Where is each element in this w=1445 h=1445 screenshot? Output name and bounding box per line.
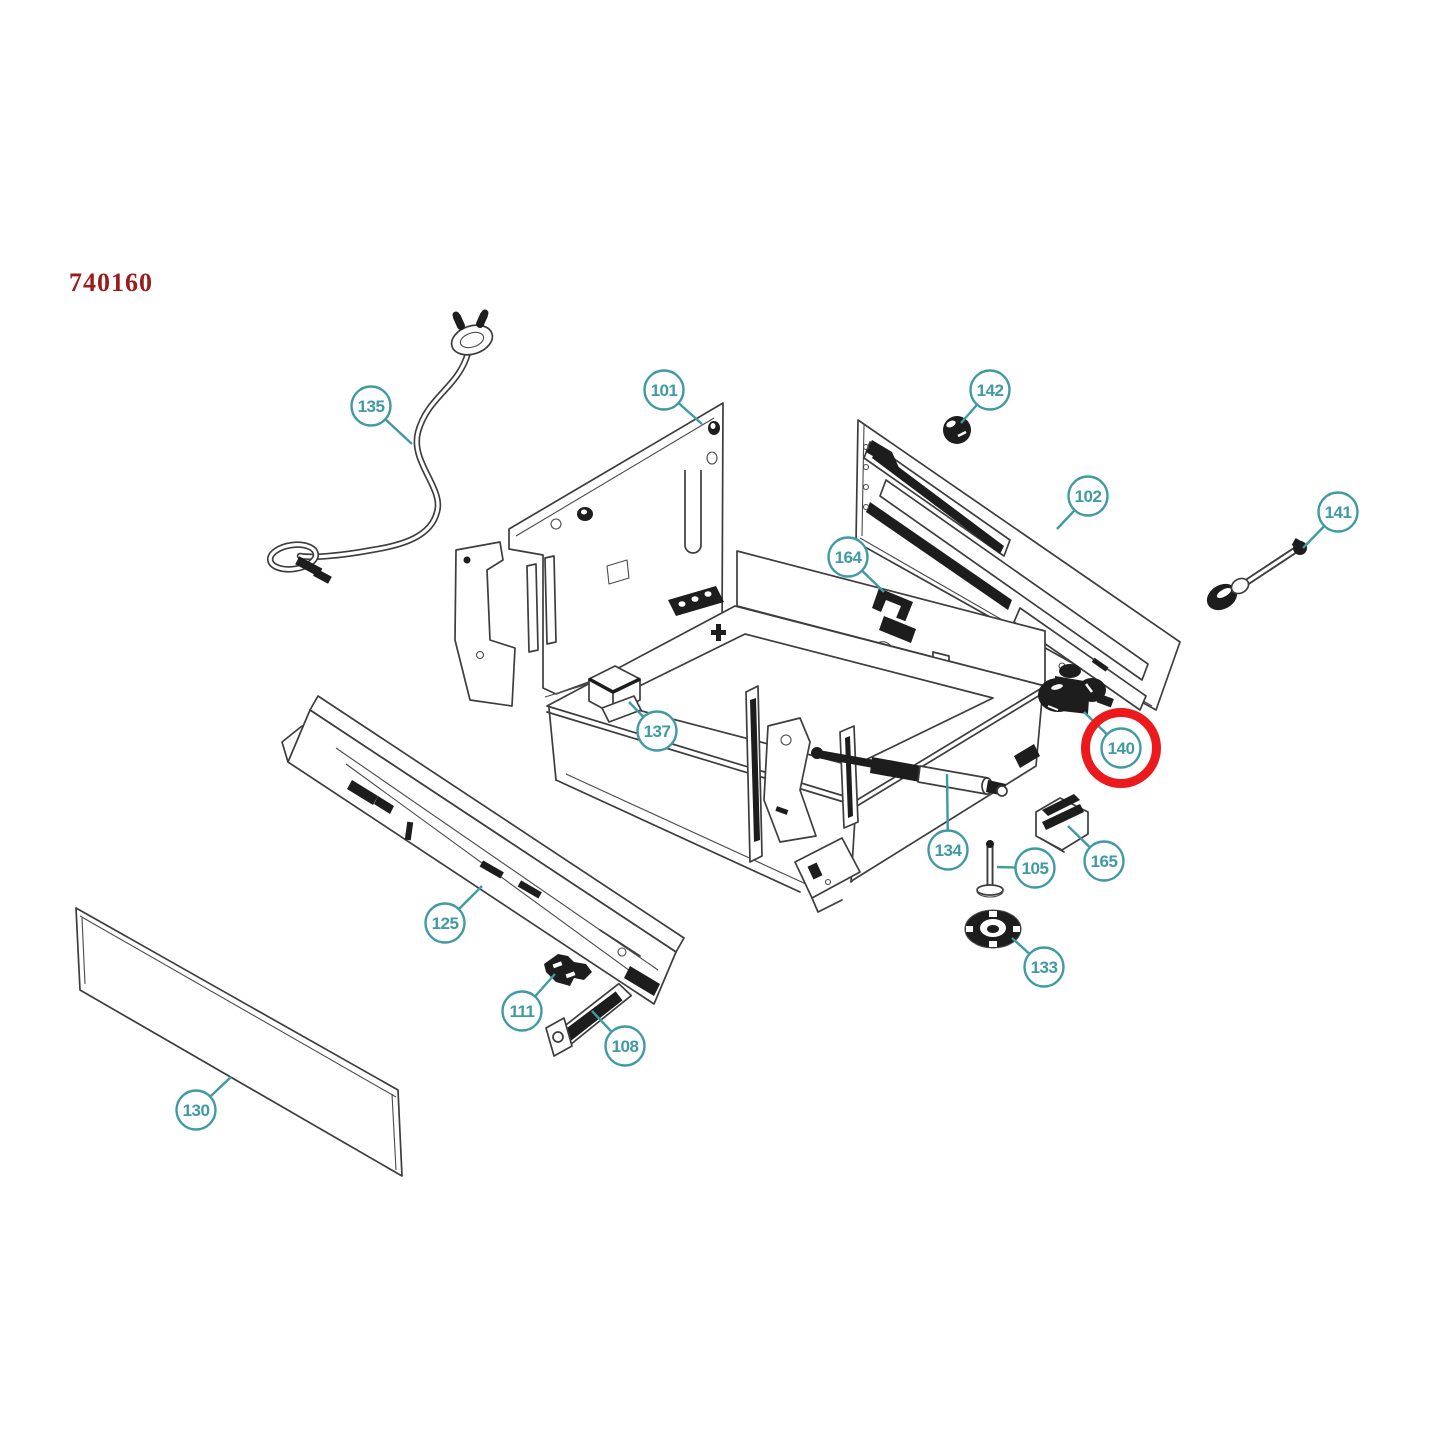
- part-164-clip: [872, 588, 916, 643]
- callout-label-125: 125: [432, 914, 459, 933]
- callout-label-135: 135: [358, 397, 385, 416]
- callout-circle-101: [643, 369, 685, 411]
- part-137-box: [588, 665, 642, 723]
- callout-circle-133: [1023, 946, 1065, 988]
- callout-label-164: 164: [835, 548, 863, 567]
- part-130-kickplate: [75, 907, 403, 1177]
- callout-label-137: 137: [644, 722, 671, 741]
- callout-label-108: 108: [612, 1037, 639, 1056]
- callout-label-140: 140: [1108, 739, 1135, 758]
- part-105-screw: [976, 840, 1004, 898]
- callout-label-134: 134: [935, 841, 963, 860]
- callout-circle-164: [827, 536, 869, 578]
- drawing-number: 740160: [69, 268, 153, 297]
- callout-label-130: 130: [183, 1101, 210, 1120]
- callout-label-101: 101: [651, 381, 678, 400]
- callout-circle-142: [969, 369, 1011, 411]
- callouts-layer: 135 101 142 102 141 164 137 140 125 134 105 165 133 1…: [175, 369, 1359, 1131]
- base-frame: [546, 586, 1046, 913]
- callout-circle-111: [501, 990, 543, 1032]
- callout-circle-130: [175, 1089, 217, 1131]
- callout-circle-165: [1083, 840, 1125, 882]
- part-102-rear-panel: [855, 419, 1181, 711]
- callout-circle-140: [1100, 727, 1142, 769]
- callout-circle-135: [350, 385, 392, 427]
- callout-label-111: 111: [510, 1002, 535, 1021]
- part-142-nut: [943, 416, 971, 444]
- callout-circle-137: [636, 710, 678, 752]
- callout-circle-105: [1014, 847, 1056, 889]
- callout-circle-102: [1067, 475, 1109, 517]
- callout-label-165: 165: [1091, 852, 1118, 871]
- part-111-clip: [544, 954, 592, 986]
- part-135-power-cord: [266, 309, 494, 584]
- part-125-front-rail: [281, 695, 685, 1005]
- part-165-bracket: [1035, 794, 1089, 853]
- callout-circle-108: [604, 1025, 646, 1067]
- callout-circle-134: [927, 829, 969, 871]
- callout-label-142: 142: [977, 381, 1004, 400]
- callout-circle-141: [1317, 491, 1359, 533]
- callout-circle-125: [424, 902, 466, 944]
- part-108-rail: [545, 982, 633, 1057]
- part-101-rear-panel: [454, 402, 724, 707]
- part-141-rod: [1206, 538, 1307, 611]
- callout-label-102: 102: [1075, 487, 1102, 506]
- highlight-ring-140: [1081, 708, 1161, 788]
- callout-label-133: 133: [1031, 958, 1058, 977]
- part-140-pump: [1038, 664, 1114, 714]
- part-134-damper: [811, 747, 1008, 797]
- part-133-foot: [964, 909, 1022, 949]
- callout-label-105: 105: [1022, 859, 1049, 878]
- callout-label-141: 141: [1325, 503, 1352, 522]
